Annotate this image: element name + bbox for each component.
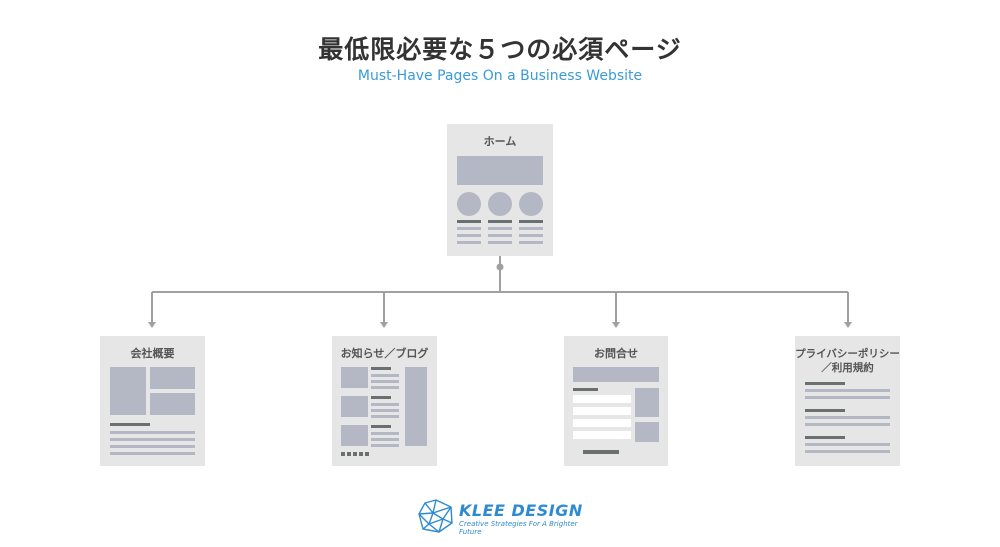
pagination-dot: [341, 452, 345, 456]
image-block: [150, 393, 195, 415]
page-privacy: プライバシーポリシー ／利用規約: [795, 336, 900, 466]
post-thumbnail: [341, 425, 368, 446]
post-title-line: [371, 425, 391, 428]
image-block: [110, 367, 146, 415]
page-contact: お問合せ: [564, 336, 668, 466]
text-line: [488, 227, 512, 230]
submit-button-bar: [583, 450, 619, 454]
text-line: [805, 423, 890, 426]
text-line: [805, 389, 890, 392]
feature-circle: [488, 192, 512, 216]
arrow-head-news: [380, 322, 388, 328]
text-line: [805, 450, 890, 453]
diagram-subtitle: Must-Have Pages On a Business Website: [357, 68, 643, 84]
section-heading-line: [805, 382, 845, 385]
arrow-head-privacy: [844, 322, 852, 328]
post-text-line: [371, 403, 399, 406]
form-heading-line: [573, 388, 598, 391]
post-text-line: [371, 380, 399, 383]
page-news-label: お知らせ／ブログ: [340, 347, 429, 360]
header-bar: [573, 367, 659, 382]
text-line: [519, 234, 543, 237]
page-privacy-label-line1: プライバシーポリシー: [795, 348, 900, 360]
logo-wordmark: KLEE DESIGN: [459, 501, 583, 520]
junction-dot: [496, 263, 504, 271]
logo-tagline: Creative Strategies For A Brighter Futur…: [459, 520, 578, 536]
arrow-head-contact: [612, 322, 620, 328]
diagram-title: 最低限必要な５つの必須ページ: [318, 35, 682, 64]
text-line: [457, 227, 481, 230]
text-line: [519, 227, 543, 230]
text-line: [488, 241, 512, 244]
form-field: [573, 407, 631, 415]
pagination-dot: [347, 452, 351, 456]
page-home-label: ホーム: [483, 135, 517, 148]
feature-heading-line: [488, 220, 512, 223]
post-text-line: [371, 386, 399, 389]
post-title-line: [371, 367, 391, 370]
text-line: [805, 396, 890, 399]
pagination-dot: [365, 452, 369, 456]
form-field: [573, 395, 631, 403]
text-line: [110, 445, 195, 448]
hero-block: [457, 156, 543, 185]
page-news: お知らせ／ブログ: [332, 336, 437, 466]
post-text-line: [371, 438, 399, 441]
sidebar-block: [405, 367, 427, 446]
section-heading-line: [805, 409, 845, 412]
form-field: [573, 419, 631, 427]
post-text-line: [371, 409, 399, 412]
page-privacy-label-line2: ／利用規約: [821, 362, 874, 374]
feature-heading-line: [457, 220, 481, 223]
page-contact-label: お問合せ: [594, 347, 638, 360]
text-line: [805, 443, 890, 446]
klee-design-logo: KLEE DESIGN Creative Strategies For A Br…: [417, 498, 597, 536]
text-line: [110, 452, 195, 455]
section-heading-line: [110, 423, 150, 426]
post-text-line: [371, 415, 399, 418]
post-text-line: [371, 374, 399, 377]
image-block: [150, 367, 195, 389]
post-thumbnail: [341, 367, 368, 388]
text-line: [488, 234, 512, 237]
text-line: [110, 438, 195, 441]
pagination-dot: [359, 452, 363, 456]
feature-heading-line: [519, 220, 543, 223]
side-block: [635, 422, 659, 442]
page-company-label: 会社概要: [130, 347, 175, 360]
post-title-line: [371, 396, 391, 399]
text-line: [519, 241, 543, 244]
feature-circle: [457, 192, 481, 216]
section-heading-line: [805, 436, 845, 439]
text-line: [457, 241, 481, 244]
page-home: ホーム: [447, 124, 553, 256]
post-text-line: [371, 444, 399, 447]
text-line: [805, 416, 890, 419]
form-field: [573, 431, 631, 439]
feature-circle: [519, 192, 543, 216]
text-line: [457, 234, 481, 237]
post-thumbnail: [341, 396, 368, 417]
pagination-dot: [353, 452, 357, 456]
post-text-line: [371, 432, 399, 435]
page-company: 会社概要: [100, 336, 205, 466]
text-line: [110, 431, 195, 434]
polyhedron-icon: [418, 499, 453, 533]
arrow-head-company: [148, 322, 156, 328]
side-block: [635, 388, 659, 417]
